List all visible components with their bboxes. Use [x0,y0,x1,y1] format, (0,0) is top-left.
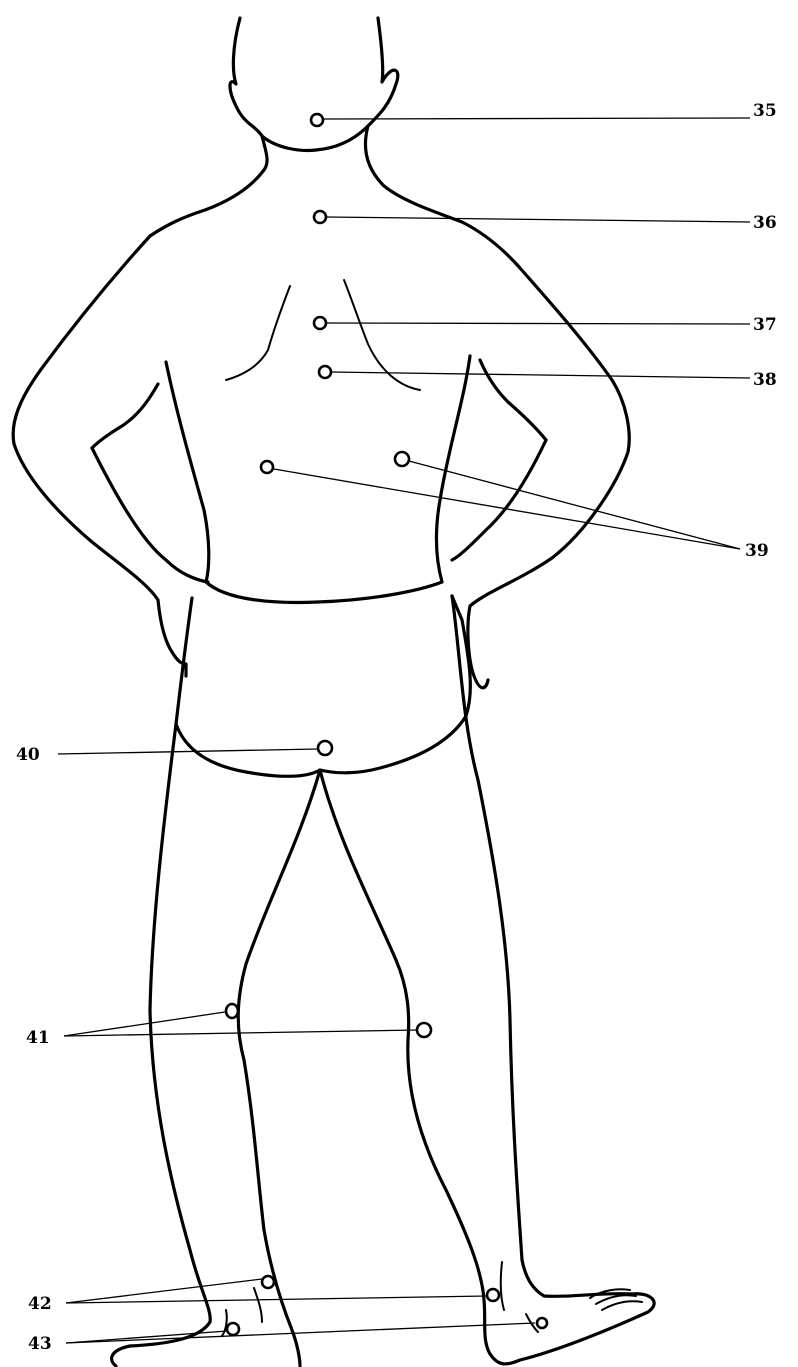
right-leg-inner [320,770,654,1364]
point-41a-marker [226,1004,238,1018]
waistband [206,582,442,602]
left-leg-outer [112,724,211,1366]
point-35-marker [311,114,323,126]
label-36: 36 [753,213,777,233]
leader-37 [326,323,750,324]
points [226,114,547,1335]
head-right-outline [365,18,520,268]
label-38: 38 [753,370,777,390]
point-43a-marker [227,1323,239,1335]
chin-outline [262,126,368,150]
leader-lines [58,118,750,1343]
leader-42b [66,1296,487,1303]
point-42b-marker [487,1289,499,1301]
point-43b-marker [537,1318,547,1328]
point-37-marker [314,317,326,329]
leader-43b [66,1323,535,1343]
leader-42a [66,1279,262,1303]
leader-35 [323,118,750,119]
point-36-marker [314,211,326,223]
point-38-marker [319,366,331,378]
label-35: 35 [753,101,777,121]
point-42a-marker [262,1276,274,1288]
leader-36 [326,217,750,222]
left-arm-outline [13,236,186,676]
point-39b-marker [395,452,409,466]
label-41: 41 [26,1028,50,1048]
right-forearm-inner [452,440,546,560]
leader-40 [58,749,318,754]
right-leg-outer [452,596,632,1296]
right-arm-outline [468,268,629,688]
leader-41a [64,1012,225,1036]
left-leg-inner [238,770,320,1366]
point-41b-marker [417,1023,431,1037]
left-arm-inner [92,384,158,448]
number-labels: 35 36 37 38 39 40 41 42 43 [16,101,777,1354]
point-39a-marker [261,461,273,473]
right-ankle-contour [501,1262,504,1310]
label-40: 40 [16,745,40,765]
left-torso-side [166,362,209,582]
leader-39a [274,469,740,549]
label-43: 43 [28,1334,52,1354]
label-39: 39 [745,541,769,561]
point-40-marker [318,741,332,755]
label-42: 42 [28,1294,52,1314]
label-37: 37 [753,315,777,335]
head-left-outline [150,18,267,236]
right-arm-inner [480,360,546,440]
left-forearm-inner [92,448,208,582]
leader-38 [331,372,750,378]
left-chest-contour [226,286,290,380]
